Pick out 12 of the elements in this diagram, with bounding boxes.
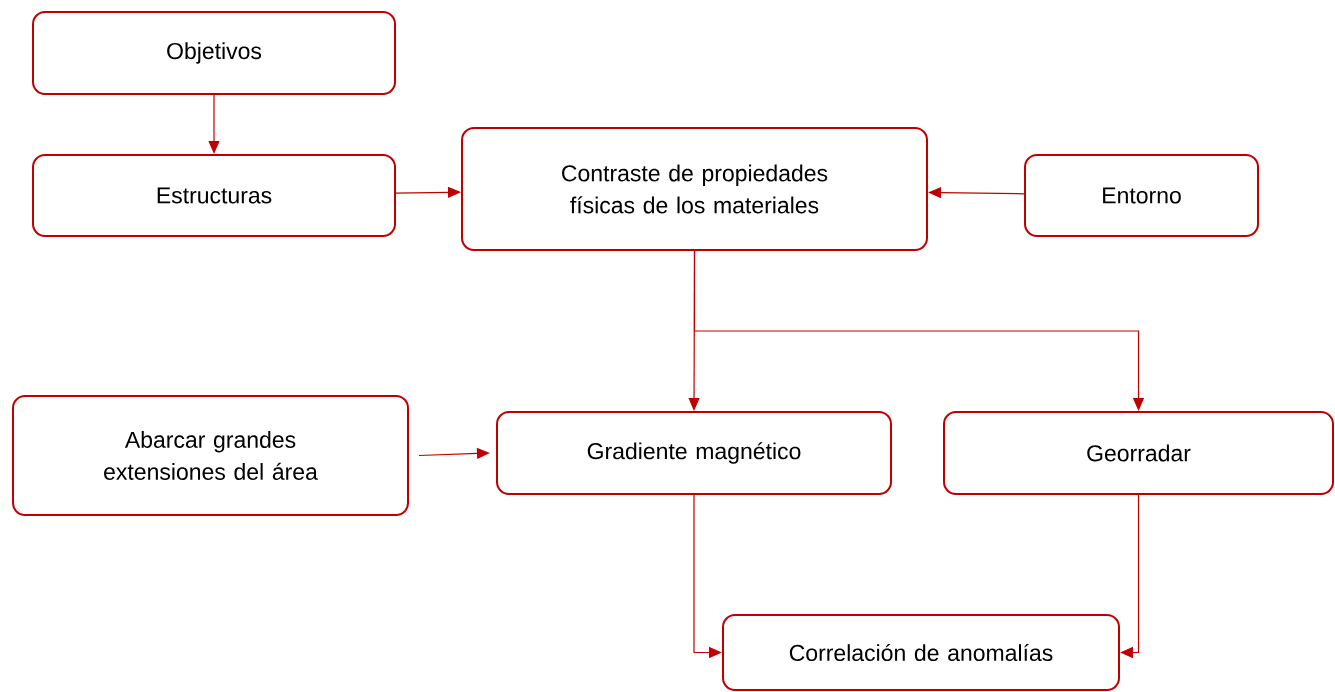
process-box: Gradiente magnético [496, 411, 892, 495]
process-box: Objetivos [32, 11, 396, 95]
process-box: Entorno [1024, 154, 1259, 237]
arrow [1120, 494, 1140, 659]
arrow [395, 186, 461, 198]
process-box: Abarcar grandes extensiones del área [12, 395, 409, 516]
arrow [208, 94, 220, 154]
process-box: Estructuras [32, 154, 396, 237]
process-box: Contraste de propiedades físicas de los materiales [461, 127, 928, 251]
arrow [693, 250, 1145, 411]
process-box: Georradar [943, 411, 1334, 495]
process-box: Correlación de anomalías [722, 614, 1120, 691]
